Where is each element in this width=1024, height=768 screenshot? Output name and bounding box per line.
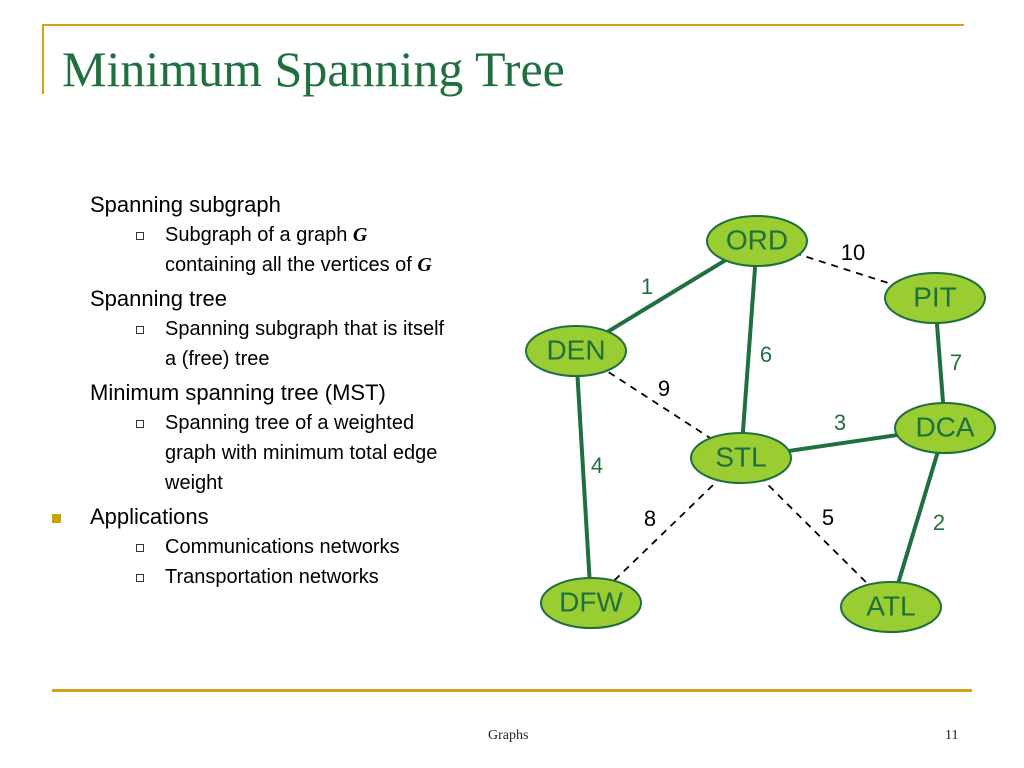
node-shape	[706, 215, 808, 267]
edge-dca-atl	[889, 427, 947, 608]
hollow-square-bullet-icon	[136, 420, 144, 428]
sub-bullet-mst: Spanning tree of a weighted graph with m…	[90, 408, 530, 498]
edge-weight-label: 8	[644, 506, 656, 531]
sub-bullet-text: graph with minimum total edge	[165, 442, 438, 464]
node-den: DEN	[525, 325, 627, 377]
edge-weight-label: 2	[933, 510, 945, 535]
bullet-spanning-subgraph: Spanning subgraph	[90, 192, 281, 217]
node-label: ATL	[866, 590, 915, 621]
sub-bullet-text: a (free) tree	[165, 348, 270, 370]
node-label: PIT	[913, 281, 957, 312]
graph-symbol: G	[352, 224, 368, 246]
sub-bullet-text: Spanning tree of a weighted	[165, 412, 415, 434]
node-shape	[540, 577, 642, 629]
node-label: DFW	[559, 586, 623, 617]
slide-title: Minimum Spanning Tree	[62, 41, 565, 97]
bullet-list: Spanning subgraph Subgraph of a graph G …	[52, 186, 530, 592]
hollow-square-bullet-icon	[136, 574, 144, 582]
node-shape	[525, 325, 627, 377]
sub-bullet-text: weight	[165, 472, 223, 494]
node-pit: PIT	[884, 272, 986, 324]
graph-symbol: G	[417, 254, 432, 276]
hollow-square-bullet-icon	[136, 232, 144, 240]
bottom-frame-line	[52, 689, 972, 692]
edge-weight-label: 4	[591, 453, 603, 478]
sub-bullet-spanning-subgraph: Subgraph of a graph G containing all the…	[90, 220, 530, 280]
node-stl: STL	[690, 432, 792, 484]
footer-section-label: Graphs	[488, 728, 529, 743]
node-label: DCA	[915, 411, 974, 442]
edge-weight-label: 10	[841, 240, 865, 265]
node-shape	[884, 272, 986, 324]
sub-bullet-text: Spanning subgraph that is itself	[165, 318, 445, 340]
node-label: DEN	[546, 334, 605, 365]
edge-weight-label: 7	[950, 350, 962, 375]
edge-stl-dfw	[590, 457, 742, 604]
bullet-mst: Minimum spanning tree (MST)	[90, 380, 386, 405]
edge-ord-stl	[739, 240, 759, 459]
sub-bullet-spanning-tree: Spanning subgraph that is itself a (free…	[90, 314, 530, 374]
node-atl: ATL	[840, 581, 942, 633]
edge-weight-label: 5	[822, 505, 834, 530]
node-dca: DCA	[894, 402, 996, 454]
hollow-square-bullet-icon	[136, 544, 144, 552]
hollow-square-bullet-icon	[136, 326, 144, 334]
left-frame-line	[42, 24, 44, 94]
sub-bullet-transportation: Transportation networks	[90, 562, 530, 592]
edge-stl-atl	[740, 457, 892, 608]
gold-square-bullet-icon	[52, 514, 61, 523]
node-label: STL	[715, 441, 766, 472]
edge-weight-label: 3	[834, 410, 846, 435]
top-frame-line	[42, 24, 964, 26]
bullet-text: Applications	[90, 504, 209, 529]
edge-weight-label: 1	[641, 274, 653, 299]
sub-bullet-communications: Communications networks	[90, 532, 530, 562]
bullet-applications: Applications	[52, 502, 530, 532]
bullet-spanning-tree: Spanning tree	[90, 286, 227, 311]
sub-bullet-text: Transportation networks	[165, 566, 379, 588]
edge-weight-label: 9	[658, 376, 670, 401]
edge-den-dfw	[574, 350, 593, 604]
node-shape	[894, 402, 996, 454]
sub-bullet-text: Communications networks	[165, 536, 400, 558]
node-dfw: DFW	[540, 577, 642, 629]
sub-bullet-text: containing all the vertices of	[165, 254, 418, 276]
page-number: 11	[945, 728, 959, 743]
node-label: ORD	[726, 224, 788, 255]
node-ord: ORD	[706, 215, 808, 267]
node-shape	[690, 432, 792, 484]
sub-bullet-text: Subgraph of a graph	[165, 224, 353, 246]
node-shape	[840, 581, 942, 633]
edge-weight-label: 6	[760, 342, 772, 367]
